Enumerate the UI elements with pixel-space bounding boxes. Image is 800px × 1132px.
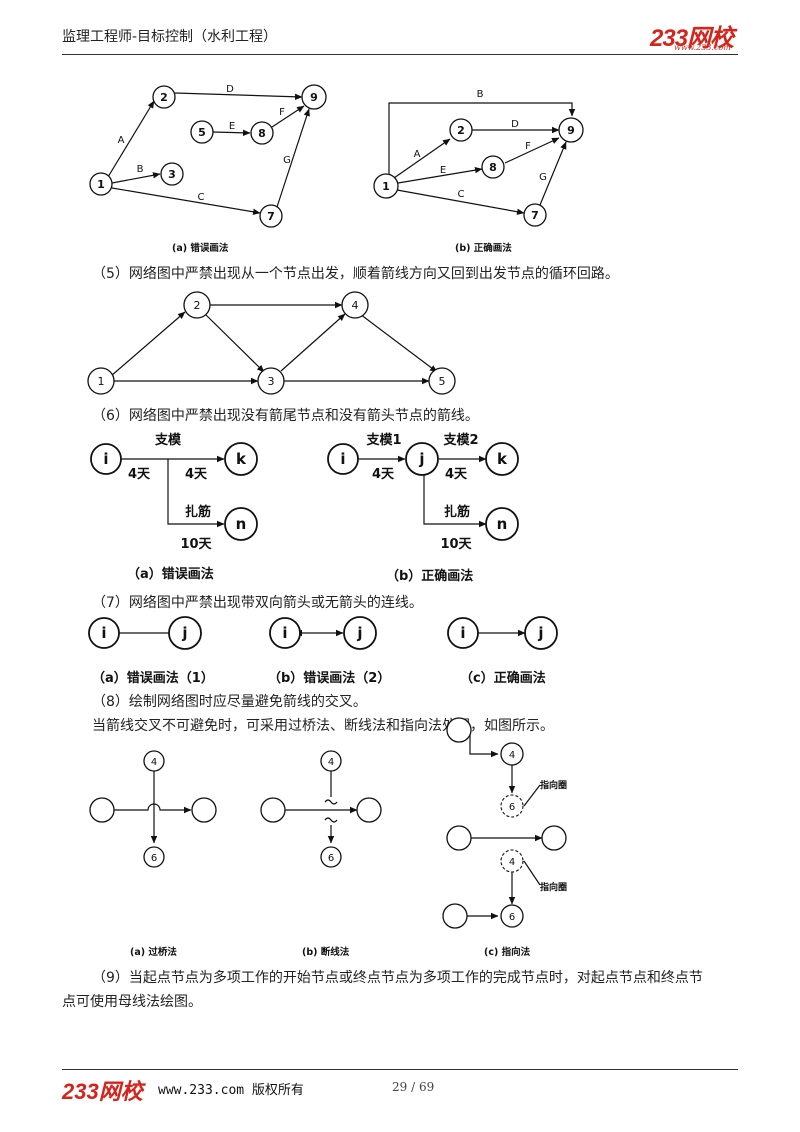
fig4-node: i <box>460 624 465 642</box>
fig3a-label: 10天 <box>180 537 212 552</box>
paragraph-9a: （9）当起点节点为多项工作的开始节点或终点节点为多项工作的完成节点时，对起点节点… <box>92 970 703 986</box>
fig1-label: C <box>198 192 205 203</box>
fig1-label: A <box>118 135 125 146</box>
fig3a-label: 扎筋 <box>185 504 211 520</box>
fig1-label: B <box>477 89 484 100</box>
paragraph-5: （5）网络图中严禁出现从一个节点出发，顺着箭线方向又回到出发节点的循环回路。 <box>92 266 619 282</box>
fig5-caption-b: (b) 断线法 <box>302 947 350 958</box>
fig2-node: 5 <box>439 375 446 388</box>
fig2-node: 1 <box>98 375 105 388</box>
fig3b-label: 支模2 <box>442 432 478 448</box>
fig2-node: 2 <box>194 299 201 312</box>
fig3a-label: 4天 <box>185 467 208 482</box>
fig5-node: 6 <box>509 802 515 813</box>
footer-copyright: www.233.com 版权所有 <box>158 1083 304 1098</box>
fig3-caption-b: （b）正确画法 <box>386 569 474 584</box>
fig3a-node: n <box>236 515 247 533</box>
header-rule <box>62 54 738 55</box>
brand-logo-url: www.233.com <box>674 43 731 52</box>
fig1-node: 8 <box>258 127 266 140</box>
fig1-label: A <box>414 149 421 160</box>
brand-logo: 233网校 <box>650 25 734 52</box>
fig5-node: 6 <box>509 912 515 923</box>
fig1-label: D <box>226 84 234 95</box>
fig1-node: 2 <box>160 91 168 104</box>
footer-logo: 233网校 <box>62 1079 143 1104</box>
fig1-node: 5 <box>198 126 206 139</box>
fig3b-label: 10天 <box>440 537 472 552</box>
fig1-label: G <box>539 172 547 183</box>
fig4-node: j <box>181 624 187 642</box>
fig1-label: F <box>525 141 531 152</box>
fig1-label: D <box>511 119 519 130</box>
fig3b-node: j <box>418 450 424 468</box>
fig3a-node: i <box>103 450 108 468</box>
fig1-node: 9 <box>310 91 318 104</box>
fig3a-label: 4天 <box>128 467 151 482</box>
fig1-label: G <box>283 155 291 166</box>
fig1-node: 1 <box>382 180 390 193</box>
fig1-label: E <box>229 121 235 132</box>
fig1-node: 9 <box>567 124 575 137</box>
fig4-node: i <box>282 624 287 642</box>
fig5-node: 4 <box>328 757 334 768</box>
fig1-label: C <box>458 189 465 200</box>
fig4-caption-a: （a）错误画法（1） <box>92 671 214 686</box>
fig5-caption-c: (c) 指向法 <box>484 947 531 958</box>
fig2-node: 3 <box>268 375 275 388</box>
fig4-node: j <box>537 624 543 642</box>
fig1-node: 7 <box>531 209 539 222</box>
fig1-label: B <box>137 164 144 175</box>
fig5-indicator-label: 指向圈 <box>540 779 567 791</box>
fig1-label: F <box>279 107 285 118</box>
fig2-node: 4 <box>352 299 359 312</box>
fig3a-label: 支模 <box>154 432 182 448</box>
fig1-node: 1 <box>97 178 105 191</box>
fig3b-label: 4天 <box>445 467 468 482</box>
fig1-node: 3 <box>168 168 176 181</box>
fig3-caption-a: （a）错误画法 <box>127 567 214 582</box>
fig5-node: 6 <box>328 853 334 864</box>
fig4-node: j <box>356 624 362 642</box>
fig3b-node: k <box>497 450 508 468</box>
fig4-caption-c: （c）正确画法 <box>460 671 546 686</box>
fig4-node: i <box>101 624 106 642</box>
paragraph-8a: （8）绘制网络图时应尽量避免箭线的交叉。 <box>92 694 367 710</box>
footer-rule <box>62 1069 738 1070</box>
fig1-label: E <box>440 165 446 176</box>
fig3a-node: k <box>236 450 247 468</box>
paragraph-7: （7）网络图中严禁出现带双向箭头或无箭头的连线。 <box>92 595 423 611</box>
fig1-node: 2 <box>457 124 465 137</box>
fig1-caption-a: (a) 错误画法 <box>172 243 229 254</box>
header-title: 监理工程师-目标控制（水利工程） <box>62 29 278 45</box>
fig1-caption-b: (b) 正确画法 <box>455 243 512 254</box>
fig5-node: 4 <box>509 857 515 868</box>
fig3b-label: 扎筋 <box>444 504 470 520</box>
fig1-node: 8 <box>489 161 497 174</box>
fig3b-label: 支模1 <box>365 432 401 448</box>
fig5-caption-a: (a) 过桥法 <box>130 947 177 958</box>
fig3b-node: i <box>340 450 345 468</box>
paragraph-9b: 点可使用母线法绘图。 <box>62 994 202 1010</box>
fig3b-node: n <box>497 515 508 533</box>
fig5-node: 4 <box>151 757 157 768</box>
fig1-node: 7 <box>267 210 275 223</box>
paragraph-6: （6）网络图中严禁出现没有箭尾节点和没有箭头节点的箭线。 <box>92 408 479 424</box>
fig5-node: 4 <box>509 750 515 761</box>
fig5-node: 6 <box>151 853 157 864</box>
fig3b-label: 4天 <box>372 467 395 482</box>
paragraph-8b: 当箭线交叉不可避免时，可采用过桥法、断线法和指向法处理，如图所示。 <box>92 718 554 734</box>
fig4-caption-b: （b）错误画法（2） <box>268 671 391 686</box>
fig5-indicator-label: 指向圈 <box>540 881 567 893</box>
page-number: 29 / 69 <box>392 1080 435 1094</box>
